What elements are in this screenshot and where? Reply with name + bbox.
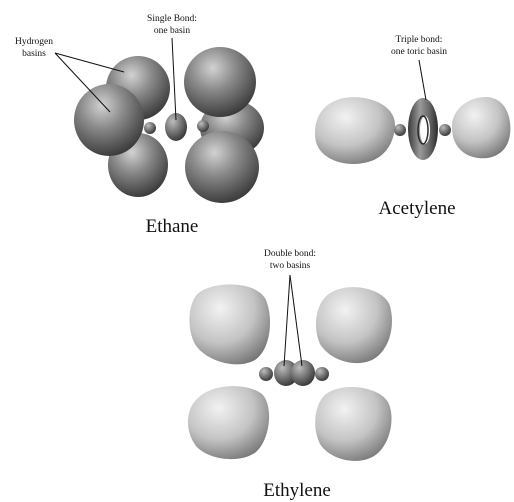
ethylene-core-left — [259, 367, 273, 381]
ethane-panel: Hydrogen basins Single Bond: one basin E… — [15, 14, 264, 237]
acetylene-hydrogen-basin-left — [315, 97, 396, 164]
hydrogen-leader-line-2 — [54, 52, 111, 113]
ethane-hydrogen-basin-upper-right — [184, 47, 256, 117]
ethylene-double-bond-basin-left — [274, 360, 298, 386]
acetylene-core-right — [439, 124, 451, 136]
triple-bond-annotation-line-2: one toric basin — [391, 47, 447, 57]
ethylene-hydrogen-basin-upper-right — [316, 287, 392, 364]
hydrogen-leader-line-1 — [54, 52, 125, 73]
ethane-core-right — [197, 120, 209, 132]
acetylene-toric-basin-hole-shade — [417, 115, 429, 145]
single-bond-annotation-line-2: one basin — [154, 26, 190, 36]
hydrogen-annotation-line-1: Hydrogen — [15, 37, 53, 47]
acetylene-hydrogen-basin-right — [451, 96, 511, 159]
ethylene-hydrogen-basin-lower-left — [187, 386, 270, 460]
triple-bond-annotation-line-1: Triple bond: — [396, 35, 443, 45]
acetylene-core-left — [394, 124, 406, 136]
double-bond-leader-line-1 — [283, 274, 291, 367]
double-bond-annotation-line-1: Double bond: — [264, 249, 316, 259]
ethylene-title: Ethylene — [263, 480, 331, 501]
ethane-hydrogen-basin-lower-right — [185, 131, 259, 203]
ethylene-panel: Double bond: two basins Ethylene — [187, 249, 392, 501]
ethylene-core-right — [315, 367, 329, 381]
ethylene-hydrogen-basin-lower-right — [315, 387, 392, 461]
acetylene-panel: Triple bond: one toric basin Acetylene — [315, 35, 511, 219]
ethane-core-left — [144, 122, 156, 134]
triple-bond-leader-line — [418, 59, 427, 101]
single-bond-annotation-line-1: Single Bond: — [147, 14, 197, 24]
hydrogen-annotation-line-2: basins — [22, 49, 46, 59]
acetylene-title: Acetylene — [378, 198, 455, 219]
ethane-hydrogen-basin-left-front — [74, 84, 144, 156]
ethane-single-bond-basin — [165, 113, 187, 141]
double-bond-annotation-line-2: two basins — [270, 261, 311, 271]
ethylene-hydrogen-basin-upper-left — [189, 284, 271, 365]
single-bond-leader-line — [171, 37, 177, 121]
ethylene-double-bond-basin-right — [291, 360, 315, 386]
ethane-title: Ethane — [146, 216, 199, 237]
double-bond-leader-line-2 — [289, 274, 303, 367]
